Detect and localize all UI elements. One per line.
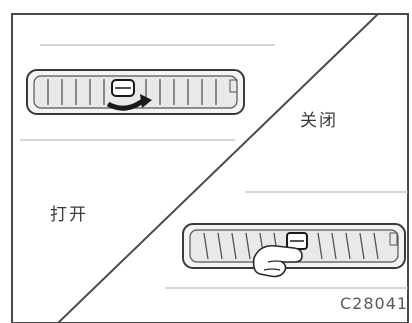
label-closed: 关闭 xyxy=(300,111,338,131)
label-open: 打开 xyxy=(50,205,88,225)
diagonal-divider xyxy=(57,13,379,323)
air-vent-open-icon xyxy=(182,223,406,269)
air-vent-closed-icon xyxy=(26,69,245,115)
outer-border xyxy=(11,13,409,323)
figure-code: C28041 xyxy=(340,294,409,313)
hand-pointer-icon xyxy=(252,244,303,278)
